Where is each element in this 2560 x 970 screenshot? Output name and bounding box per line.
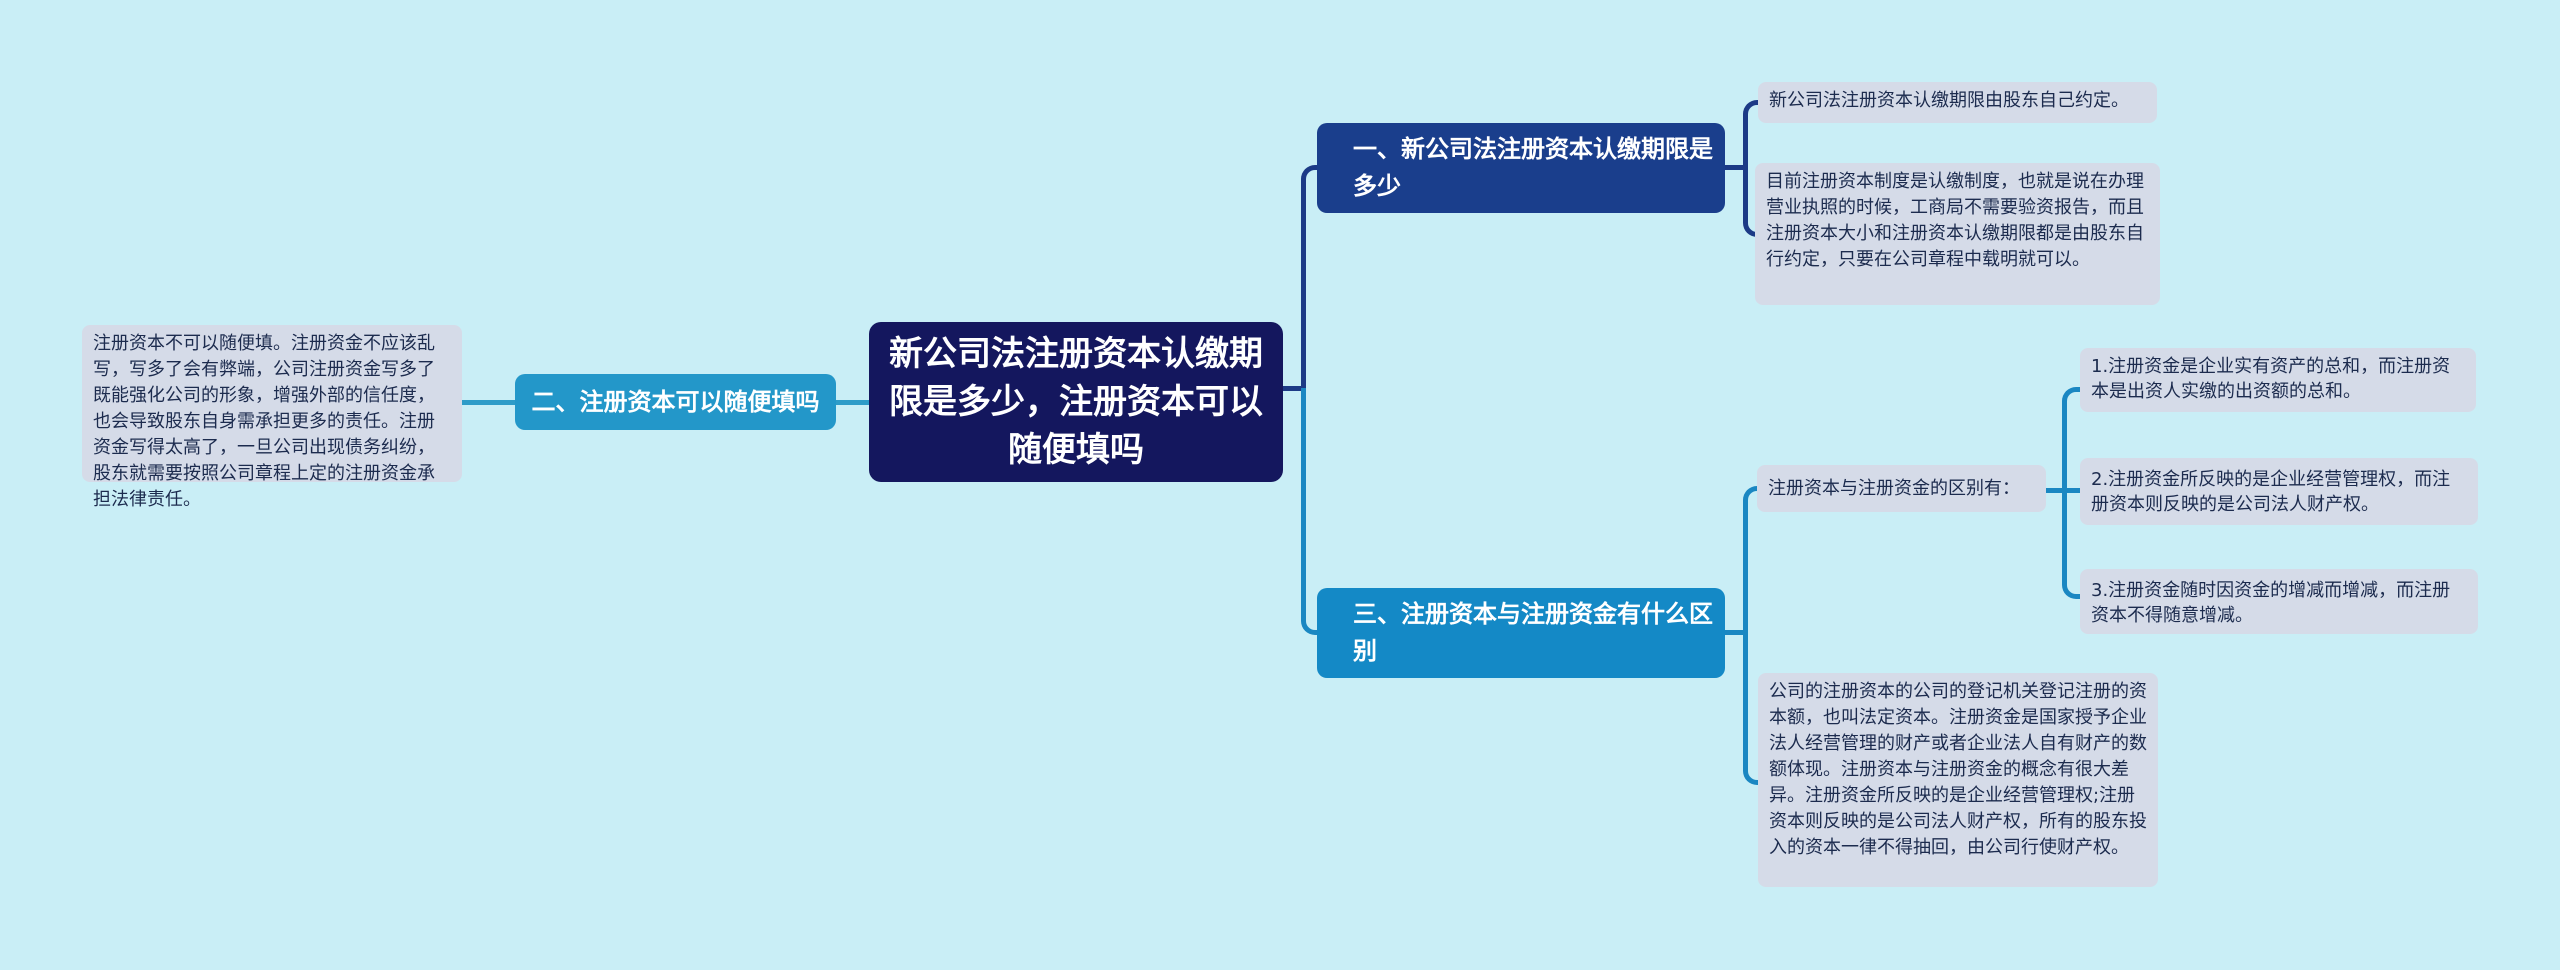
connector-leftpara-branch2 (462, 400, 515, 405)
branch-one-long-note-card[interactable]: 目前注册资本制度是认缴制度，也就是说在办理营业执照的时候，工商局不需要验资报告，… (1755, 163, 2160, 305)
connector-difflabel-item1 (2062, 387, 2080, 493)
branch-three-long-note-card[interactable]: 公司的注册资本的公司的登记机关登记注册的资本额，也叫法定资本。注册资金是国家授予… (1758, 673, 2158, 887)
diff-item-2-card[interactable]: 2.注册资金所反映的是企业经营管理权，而注册资本则反映的是公司法人财产权。 (2080, 458, 2478, 525)
connector-difflabel-item3 (2062, 493, 2080, 599)
branch-three-diff-label-card[interactable]: 注册资本与注册资金的区别有： (1757, 465, 2046, 512)
branch-three-node[interactable]: 三、注册资本与注册资金有什么区别 (1317, 588, 1725, 678)
branch-one-short-note-card[interactable]: 新公司法注册资本认缴期限由股东自己约定。 (1758, 82, 2157, 123)
connector-trunk-branch3 (1301, 388, 1317, 635)
connector-branch3-bottompara (1743, 635, 1759, 785)
branch-one-node[interactable]: 一、新公司法注册资本认缴期限是多少 (1317, 123, 1725, 213)
connector-branch2-central (836, 400, 869, 405)
diff-item-1-card[interactable]: 1.注册资金是企业实有资产的总和，而注册资本是出资人实缴的出资额的总和。 (2080, 348, 2476, 412)
connector-branch3-difflabel (1743, 486, 1759, 635)
connector-branch1-split (1725, 165, 1743, 170)
connector-trunk-branch1 (1301, 165, 1317, 388)
branch-two-node[interactable]: 二、注册资本可以随便填吗 (515, 374, 836, 430)
connector-central-trunk (1283, 386, 1306, 391)
connector-branch3-split (1725, 630, 1743, 635)
central-topic-node[interactable]: 新公司法注册资本认缴期限是多少，注册资本可以随便填吗 (869, 322, 1283, 482)
connector-branch1-leaf2 (1743, 170, 1757, 237)
diff-item-3-card[interactable]: 3.注册资金随时因资金的增减而增减，而注册资本不得随意增减。 (2080, 569, 2478, 634)
connector-branch1-leaf1 (1743, 100, 1758, 170)
branch-two-note-card[interactable]: 注册资本不可以随便填。注册资金不应该乱写，写多了会有弊端，公司注册资金写多了既能… (82, 325, 462, 510)
